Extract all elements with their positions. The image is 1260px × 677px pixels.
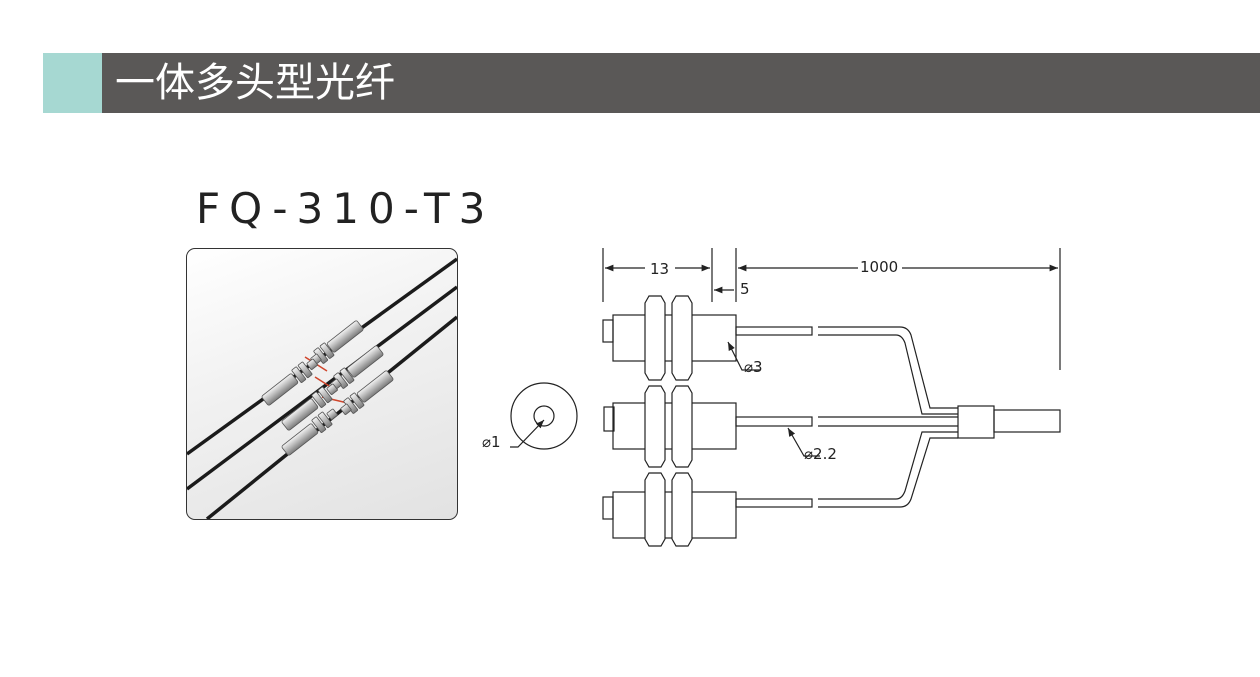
- dim-cable-length: 1000: [860, 258, 898, 276]
- dim-thread-extension: 5: [740, 280, 750, 298]
- product-photo: [186, 248, 458, 520]
- title-banner: 一体多头型光纤: [43, 53, 1260, 113]
- dim-cable-diameter-head: ⌀3: [744, 358, 763, 376]
- page-title: 一体多头型光纤: [115, 60, 395, 106]
- dim-core-diameter: ⌀1: [482, 433, 501, 451]
- fiber-photo-illustration: [187, 257, 457, 519]
- banner-accent-block: [43, 53, 102, 113]
- dim-head-length: 13: [650, 260, 669, 278]
- dim-cable-diameter-mid: ⌀2.2: [804, 445, 837, 463]
- product-model: FQ-310-T3: [196, 184, 495, 233]
